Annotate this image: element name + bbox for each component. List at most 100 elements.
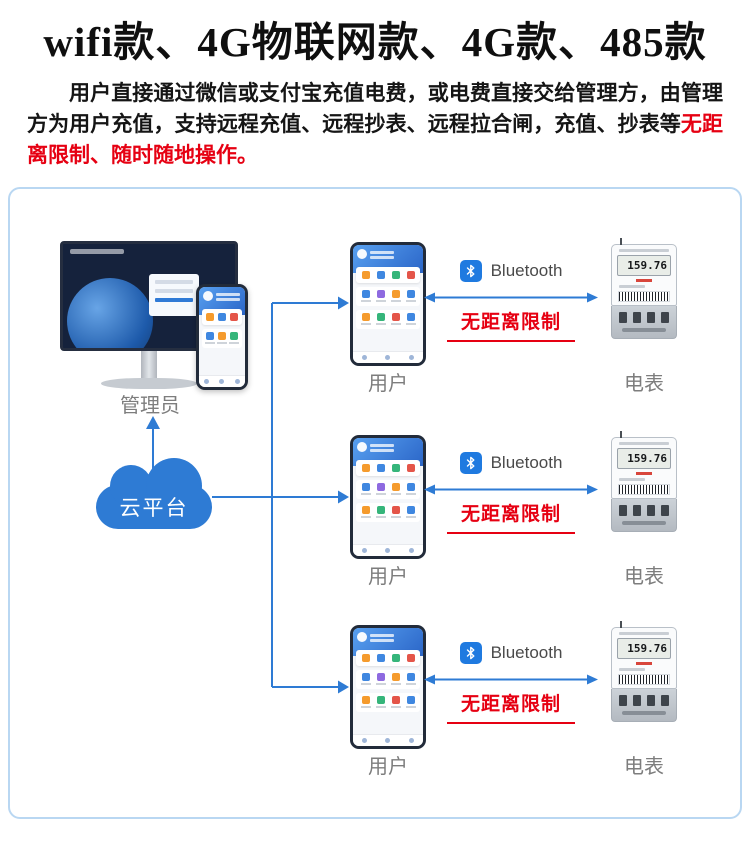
meter-face: 159.76 <box>611 627 677 689</box>
app-icon <box>218 313 226 321</box>
meter-antenna <box>620 621 622 628</box>
meter-face: 159.76 <box>611 244 677 306</box>
app-icon <box>206 313 214 321</box>
app-icon <box>361 464 370 472</box>
app-icon <box>376 673 385 681</box>
app-icon <box>391 654 400 662</box>
app-icon <box>361 290 370 298</box>
bluetooth-label: Bluetooth <box>490 453 563 472</box>
bluetooth-link: Bluetooth 无距离限制 <box>418 259 604 342</box>
avatar <box>357 442 367 452</box>
app-icon <box>230 332 238 340</box>
meter-reading: 159.76 <box>627 259 667 272</box>
electric-meter: 159.76 <box>611 238 677 339</box>
app-icon <box>376 464 385 472</box>
app-icon-grid <box>356 480 420 499</box>
double-arrow <box>424 484 598 495</box>
app-icon-grid <box>356 693 420 712</box>
monitor-stand <box>141 351 157 379</box>
app-icon <box>391 313 400 321</box>
app-icon <box>376 506 385 514</box>
intro-text: 用户直接通过微信或支付宝充值电费，或电费直接交给管理方，由管理方为用户充值，支持… <box>27 82 723 136</box>
meter-face: 159.76 <box>611 437 677 499</box>
meter-antenna <box>620 238 622 245</box>
meter-lcd: 159.76 <box>617 638 671 659</box>
avatar <box>357 632 367 642</box>
app-icon <box>391 506 400 514</box>
phone-nav-bar <box>353 734 423 746</box>
meter-terminal-block <box>611 499 677 532</box>
connector-lines <box>146 296 349 694</box>
cloud-label: 云平台 <box>119 497 189 520</box>
avatar <box>357 249 367 259</box>
phone-nav-bar <box>353 351 423 363</box>
link-note: 无距离限制 <box>446 307 575 342</box>
app-icon <box>206 332 214 340</box>
app-icon <box>391 290 400 298</box>
admin-phone-screen <box>199 287 245 387</box>
double-arrow <box>424 674 598 685</box>
app-icon-grid <box>202 329 242 348</box>
phone-nav-bar <box>353 544 423 556</box>
app-icon <box>406 290 415 298</box>
app-icon <box>406 313 415 321</box>
meter-reading: 159.76 <box>627 452 667 465</box>
app-icon <box>361 696 370 704</box>
app-icon <box>361 483 370 491</box>
page-title: wifi款、4G物联网款、4G款、485款 <box>43 19 707 65</box>
app-icon-grid <box>356 310 420 329</box>
app-icon-grid <box>202 309 242 325</box>
dashboard-titlebar <box>70 249 124 254</box>
app-icon <box>406 654 415 662</box>
app-icon <box>391 483 400 491</box>
bluetooth-label: Bluetooth <box>490 643 563 662</box>
bluetooth-icon <box>459 642 482 664</box>
bluetooth-icon <box>459 260 482 282</box>
meter-lcd: 159.76 <box>617 255 671 276</box>
avatar <box>203 291 213 301</box>
app-icon-grid <box>356 503 420 522</box>
app-icon <box>406 673 415 681</box>
app-icon <box>361 271 370 279</box>
user-phone-screen <box>353 628 423 746</box>
meter-terminal-block <box>611 306 677 339</box>
app-icon <box>230 313 238 321</box>
app-icon <box>376 313 385 321</box>
app-icon <box>406 483 415 491</box>
phone-nav-bar <box>199 375 245 387</box>
bluetooth-icon <box>459 452 482 474</box>
link-note: 无距离限制 <box>446 689 575 724</box>
app-icon-grid <box>356 287 420 306</box>
app-icon <box>376 654 385 662</box>
user-phone <box>350 242 426 366</box>
app-icon <box>361 673 370 681</box>
diagram-panel: 管理员 云平台 <box>8 187 742 819</box>
app-icon <box>391 673 400 681</box>
intro-paragraph: 用户直接通过微信或支付宝充值电费，或电费直接交给管理方，由管理方为用户充值，支持… <box>27 78 723 171</box>
app-icon <box>218 332 226 340</box>
app-icon <box>376 483 385 491</box>
app-icon <box>361 506 370 514</box>
app-icon <box>361 313 370 321</box>
dashboard-globe-graphic <box>67 278 153 348</box>
app-icon <box>406 696 415 704</box>
app-icon <box>361 654 370 662</box>
app-icon-grid <box>356 460 420 476</box>
link-note: 无距离限制 <box>446 499 575 534</box>
meter-terminal-block <box>611 689 677 722</box>
monitor-base <box>101 378 197 389</box>
meter-barcode <box>618 674 670 685</box>
meter-barcode <box>618 291 670 302</box>
user-label: 用户 <box>368 756 408 778</box>
app-icon <box>376 696 385 704</box>
meter-antenna <box>620 431 622 438</box>
electric-meter: 159.76 <box>611 431 677 532</box>
meter-barcode <box>618 484 670 495</box>
app-icon <box>406 271 415 279</box>
bluetooth-label: Bluetooth <box>490 261 563 280</box>
meter-reading: 159.76 <box>627 642 667 655</box>
admin-label: 管理员 <box>120 395 180 417</box>
bluetooth-link: Bluetooth 无距离限制 <box>418 451 604 534</box>
user-phone-screen <box>353 245 423 363</box>
app-icon-grid <box>356 267 420 283</box>
